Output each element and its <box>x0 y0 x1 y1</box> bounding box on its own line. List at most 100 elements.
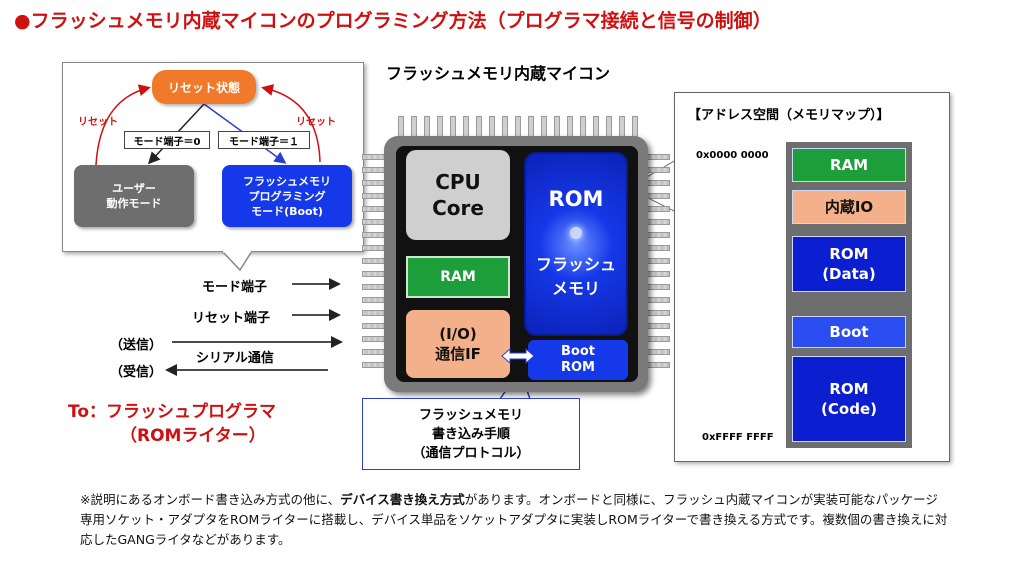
chip-pin-left <box>362 180 386 186</box>
chip-pin-left <box>362 154 386 160</box>
chip-title: フラッシュメモリ内蔵マイコン <box>386 64 611 83</box>
user-mode-node: ユーザー動作モード <box>74 165 194 227</box>
programmer-label: To：フラッシュプログラマ （ROMライター） <box>68 400 276 448</box>
reset-label-left: リセット <box>78 117 118 128</box>
protocol-callout: フラッシュメモリ書き込み手順 （通信プロトコル） <box>362 398 580 470</box>
footnote-part1: ※説明にあるオンボード書き込み方式の他に、 <box>80 492 341 507</box>
protocol-line2: 書き込み手順 <box>431 426 510 442</box>
chip-pin-right <box>646 284 670 290</box>
address-end: 0xFFFF FFFF <box>702 432 774 443</box>
chip-pin-top <box>619 116 625 138</box>
footnote: ※説明にあるオンボード書き込み方式の他に、デバイス書き換え方式があります。オンボ… <box>80 490 950 550</box>
chip-pin-left <box>362 245 386 251</box>
reset-pin-label: リセット端子 <box>192 311 271 326</box>
cpu-label: CPU <box>435 170 481 194</box>
reset-state-node: リセット状態 <box>152 70 256 104</box>
footnote-part2: があります。オンボードと同様に、フラッシュ内蔵マイコンが実装可能なパッケージ専用… <box>80 492 948 547</box>
chip-pin-left <box>362 323 386 329</box>
chip-pin-left <box>362 310 386 316</box>
chip-pin-right <box>646 245 670 251</box>
chip-pin-top <box>632 116 638 138</box>
user-mode-line2: 動作モード <box>106 197 162 210</box>
chip-pin-top <box>437 116 443 138</box>
chip-pin-top <box>502 116 508 138</box>
flash-label-1: フラッシュ <box>535 255 616 274</box>
chip-pin-right <box>646 258 670 264</box>
boot-rom-label-1: Boot <box>561 344 595 359</box>
chip-pin-left <box>362 167 386 173</box>
rom-label: ROM <box>548 187 604 211</box>
chip-pin-right <box>646 193 670 199</box>
chip-pin-top <box>463 116 469 138</box>
boot-rom-label-2: ROM <box>561 360 595 375</box>
memory-map-title: 【アドレス空間（メモリマップ）】 <box>688 108 890 123</box>
chip-pin-left <box>362 297 386 303</box>
chip-pin-left <box>362 193 386 199</box>
serial-label: シリアル通信 <box>196 351 274 366</box>
footnote-bold: デバイス書き換え方式 <box>340 492 465 507</box>
memory-segment-4: ROM (Code) <box>792 356 906 442</box>
protocol-line1: フラッシュメモリ <box>418 407 523 423</box>
io-boot-double-arrow <box>501 347 535 365</box>
memory-segment-3: Boot <box>792 316 906 348</box>
send-label: （送信） <box>110 338 163 353</box>
chip-pin-left <box>362 336 386 342</box>
chip-pin-top <box>541 116 547 138</box>
chip-pin-right <box>646 154 670 160</box>
core-label: Core <box>432 196 484 220</box>
io-label-1: (I/O) <box>439 325 477 343</box>
chip-pin-top <box>593 116 599 138</box>
chip-pin-top <box>567 116 573 138</box>
programmer-line1: To：フラッシュプログラマ <box>68 402 277 422</box>
chip-pin-top <box>411 116 417 138</box>
reset-arrow-left <box>95 84 151 166</box>
chip-pin-left <box>362 258 386 264</box>
user-mode-line1: ユーザー <box>112 182 156 195</box>
chip-pin-left <box>362 271 386 277</box>
memory-segment-1: 内蔵IO <box>792 190 906 224</box>
memory-segment-0: RAM <box>792 148 906 182</box>
chip-pin-left <box>362 232 386 238</box>
chip-pin-top <box>489 116 495 138</box>
mode-pin-0-label: モード端子＝0 <box>124 131 210 149</box>
chip-pin-top <box>398 116 404 138</box>
reset-label-right: リセット <box>296 117 336 128</box>
address-start: 0x0000 0000 <box>696 150 769 161</box>
receive-label: （受信） <box>110 365 163 380</box>
chip-pin-left <box>362 206 386 212</box>
chip-pin-right <box>646 297 670 303</box>
chip-pin-right <box>646 349 670 355</box>
chip-pin-right <box>646 310 670 316</box>
io-block: (I/O)通信IF <box>406 310 510 378</box>
chip-pin-right <box>646 219 670 225</box>
programmer-line2: （ROMライター） <box>120 426 266 446</box>
protocol-line3: （通信プロトコル） <box>412 445 530 461</box>
chip-pin-top <box>554 116 560 138</box>
chip-pin-left <box>362 284 386 290</box>
chip-pin-top <box>528 116 534 138</box>
chip-pin-right <box>646 336 670 342</box>
chip-pin-right <box>646 180 670 186</box>
ram-block: RAM <box>406 256 510 298</box>
chip-pin-top <box>476 116 482 138</box>
chip-pin-top <box>606 116 612 138</box>
flash-label-2: メモリ <box>551 279 600 298</box>
rom-glow <box>569 227 582 239</box>
chip-pin-left <box>362 362 386 368</box>
mode-pin-1-label: モード端子＝１ <box>218 131 310 149</box>
page-title: ●フラッシュメモリ内蔵マイコンのプログラミング方法（プログラマ接続と信号の制御） <box>14 10 772 32</box>
chip-pin-top <box>450 116 456 138</box>
chip-pin-right <box>646 206 670 212</box>
reset-arrow-right <box>261 84 321 163</box>
chip-pin-left <box>362 349 386 355</box>
mode-pin-label: モード端子 <box>202 280 268 295</box>
boot-mode-line1: フラッシュメモリ <box>243 174 331 188</box>
chip-pin-top <box>424 116 430 138</box>
chip-pin-right <box>646 271 670 277</box>
chip-pin-right <box>646 323 670 329</box>
chip-pin-right <box>646 167 670 173</box>
chip-pin-top <box>515 116 521 138</box>
boot-mode-node: フラッシュメモリプログラミングモード(Boot) <box>222 165 352 227</box>
